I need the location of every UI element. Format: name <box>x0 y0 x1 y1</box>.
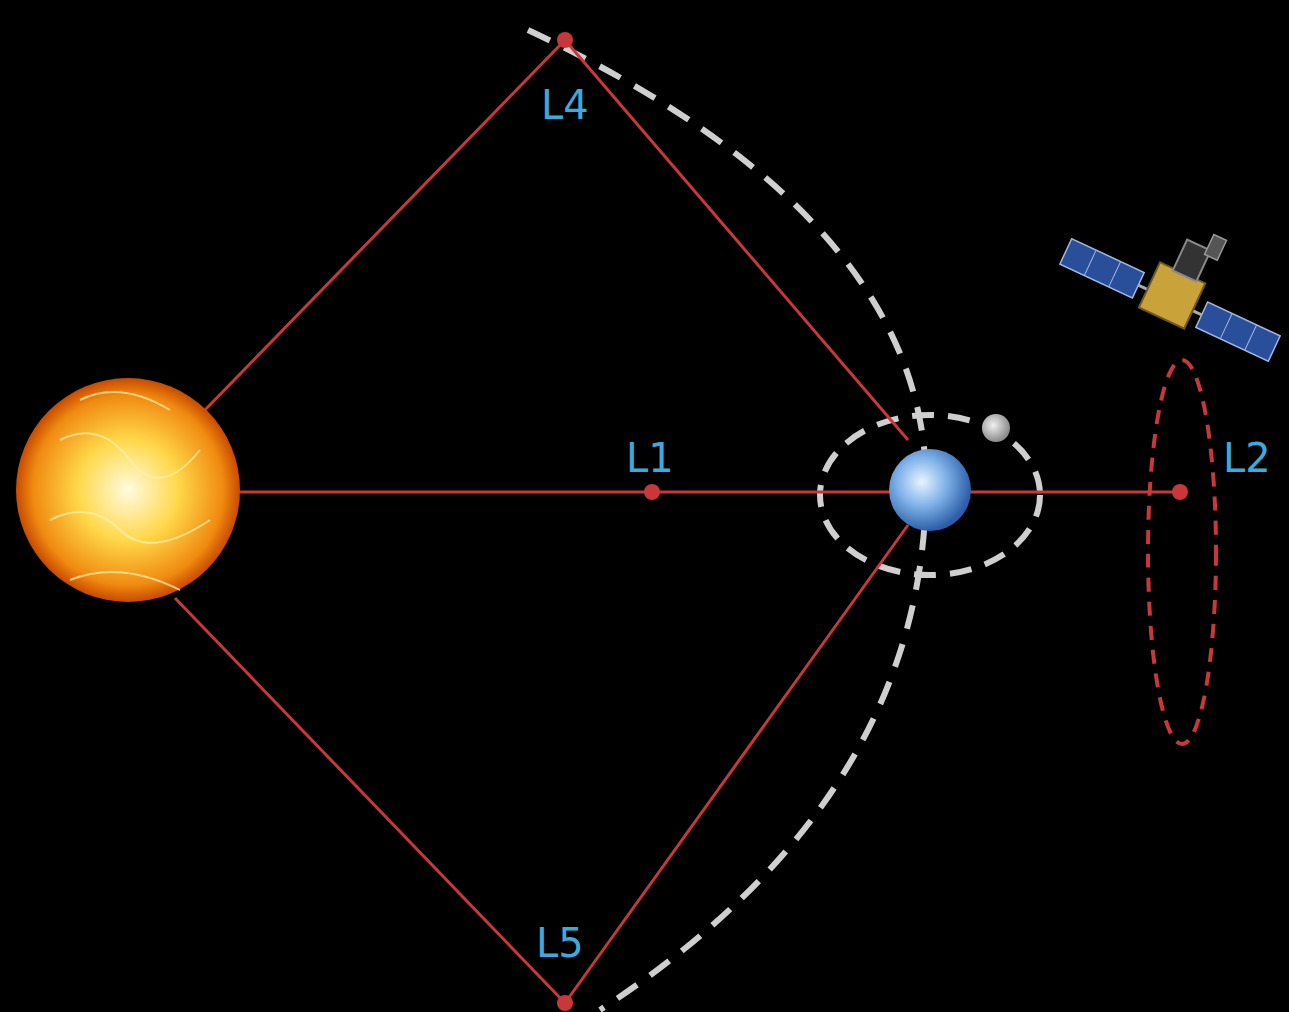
moon-orbit <box>820 415 1040 575</box>
sun-texture <box>50 392 210 590</box>
moon <box>982 414 1010 442</box>
red-lines <box>175 40 1180 1003</box>
sun <box>16 378 240 602</box>
halo-orbit <box>1148 360 1216 744</box>
point-label: L4 <box>538 84 592 126</box>
earth-orbit <box>528 30 926 1010</box>
point-label: L5 <box>533 922 587 964</box>
point-label: L1 <box>623 437 677 479</box>
lagrange-dots <box>557 32 1188 1011</box>
satellite <box>1057 181 1289 367</box>
earth <box>889 449 971 531</box>
point-label: L2 <box>1220 437 1274 479</box>
